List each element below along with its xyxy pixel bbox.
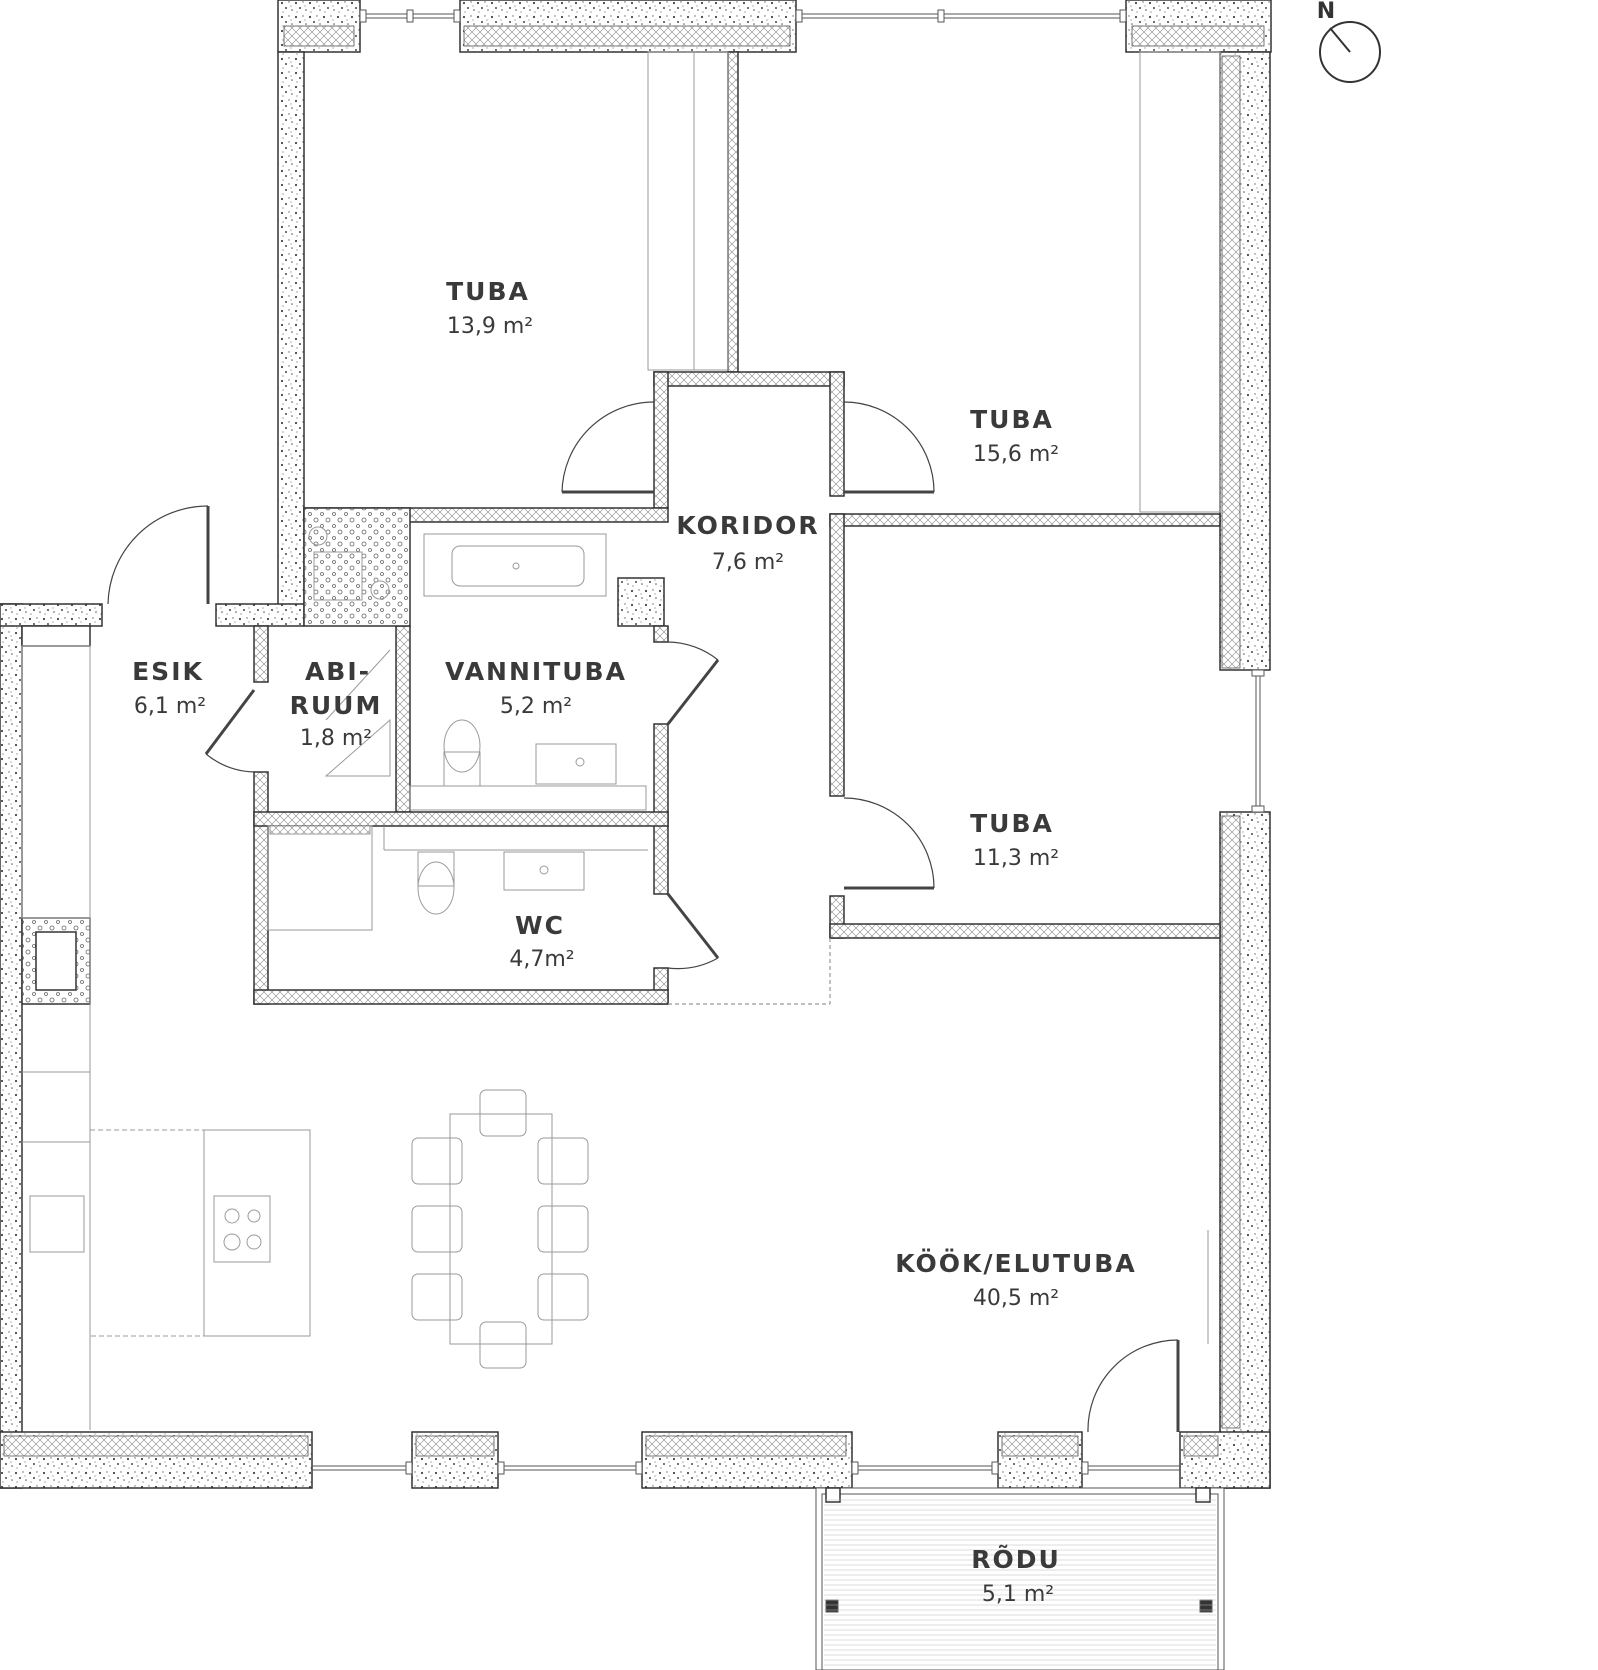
room-area-rodu: 5,1 m² bbox=[982, 1582, 1054, 1607]
room-name-esik: ESIK bbox=[132, 657, 204, 686]
room-name-tuba-2: TUBA bbox=[970, 405, 1054, 434]
room-name-vannituba: VANNITUBA bbox=[445, 657, 627, 686]
room-name-abi: ABI- bbox=[305, 657, 371, 686]
balcony bbox=[815, 1487, 1225, 1670]
exterior-walls bbox=[0, 0, 1272, 1489]
insulation-bands bbox=[3, 25, 1265, 1457]
room-area-esik: 6,1 m² bbox=[134, 694, 206, 719]
room-labels: TUBA 13,9 m² TUBA 15,6 m² KORIDOR 7,6 m²… bbox=[132, 277, 1136, 1607]
doors bbox=[107, 401, 1180, 1433]
room-area-tuba-1: 13,9 m² bbox=[447, 314, 533, 339]
room-area-tuba-3: 11,3 m² bbox=[973, 846, 1059, 871]
compass-label: N bbox=[1317, 0, 1335, 24]
compass: N bbox=[1317, 0, 1381, 83]
furniture bbox=[21, 51, 1221, 1430]
room-area-tuba-2: 15,6 m² bbox=[973, 442, 1059, 467]
room-area-wc: 4,7m² bbox=[509, 947, 574, 972]
room-area-kook-elutuba: 40,5 m² bbox=[973, 1286, 1059, 1311]
room-name-kook-elutuba: KÖÖK/ELUTUBA bbox=[895, 1248, 1136, 1278]
room-name-ruum: RUUM bbox=[290, 691, 383, 720]
room-name-rodu: RÕDU bbox=[971, 1544, 1061, 1574]
room-area-vannituba: 5,2 m² bbox=[500, 694, 572, 719]
room-area-koridor: 7,6 m² bbox=[712, 550, 784, 575]
room-name-koridor: KORIDOR bbox=[676, 511, 819, 540]
room-name-tuba-1: TUBA bbox=[446, 277, 530, 306]
room-name-wc: WC bbox=[515, 911, 565, 940]
room-name-tuba-3: TUBA bbox=[970, 809, 1054, 838]
interior-walls bbox=[21, 51, 1221, 1005]
compass-needle bbox=[1329, 27, 1351, 53]
room-area-abi-ruum: 1,8 m² bbox=[300, 726, 372, 751]
compass-circle bbox=[1319, 21, 1381, 83]
windows bbox=[312, 9, 1265, 1475]
